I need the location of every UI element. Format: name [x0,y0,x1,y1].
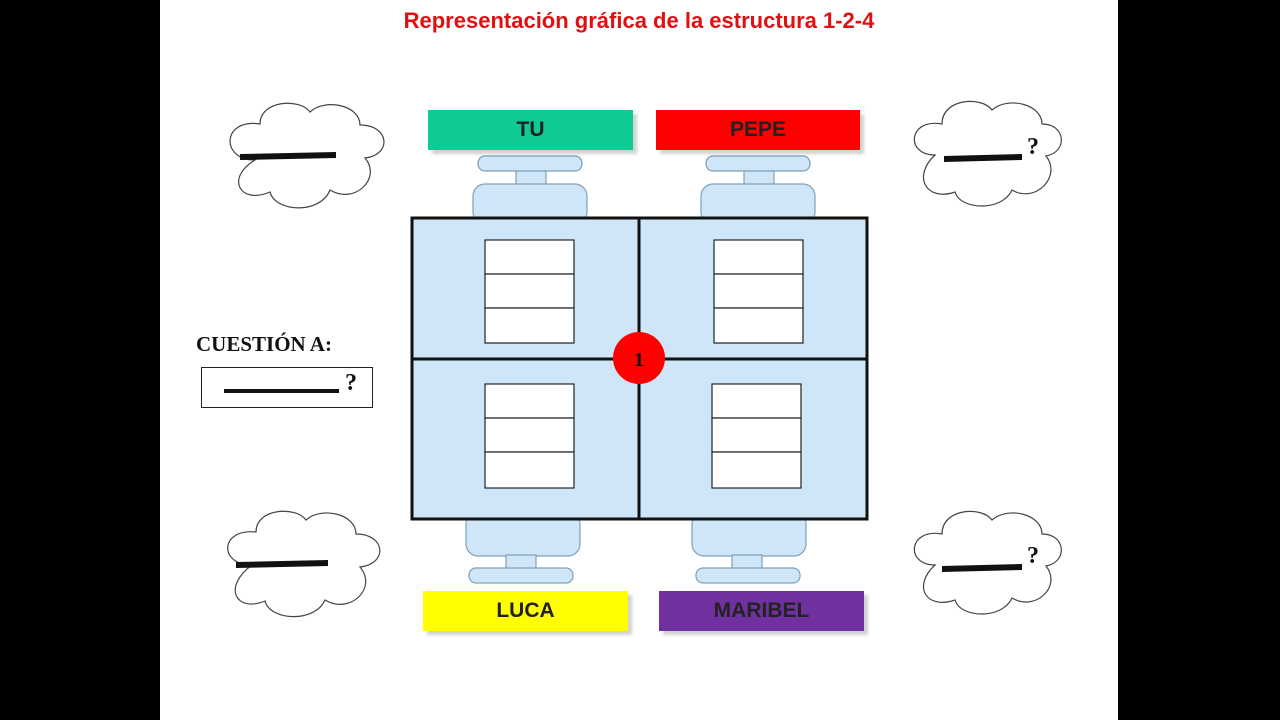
thought-cloud-bottom-right [913,510,1062,615]
cloud-question-mark-bottom-right: ? [1027,543,1039,569]
chair-bottom-left [465,511,581,584]
answer-line [224,389,339,393]
sheet-top-left [484,239,575,344]
participant-label-maribel: MARIBEL [659,591,864,631]
cloud-question-mark-top-right: ? [1027,134,1039,160]
participant-label-tu: TU [428,110,633,150]
answer-question-mark: ? [345,370,357,396]
participant-label-luca: LUCA [423,591,628,631]
participant-label-pepe: PEPE [656,110,860,150]
cloud-answer-line-bottom-left [236,560,328,568]
chair-bottom-right [691,511,807,584]
sheet-bottom-right [711,383,802,489]
answer-box: ? [201,367,373,408]
chair-top-right [700,155,816,225]
slide: Representación gráfica de la estructura … [160,0,1118,720]
sheet-bottom-left [484,383,575,489]
sheet-top-right [713,239,804,344]
center-marker-number: 1 [634,349,644,371]
structure-diagram: 1 [227,100,1062,618]
question-label: CUESTIÓN A: [196,332,332,356]
chair-top-left [472,155,588,225]
cloud-answer-line-bottom-right [942,564,1022,572]
center-marker [613,332,665,384]
cloud-answer-line-top-left [240,152,336,160]
cloud-answer-line-top-right [944,154,1022,162]
thought-cloud-top-right [913,100,1062,207]
page-title: Representación gráfica de la estructura … [403,8,875,33]
